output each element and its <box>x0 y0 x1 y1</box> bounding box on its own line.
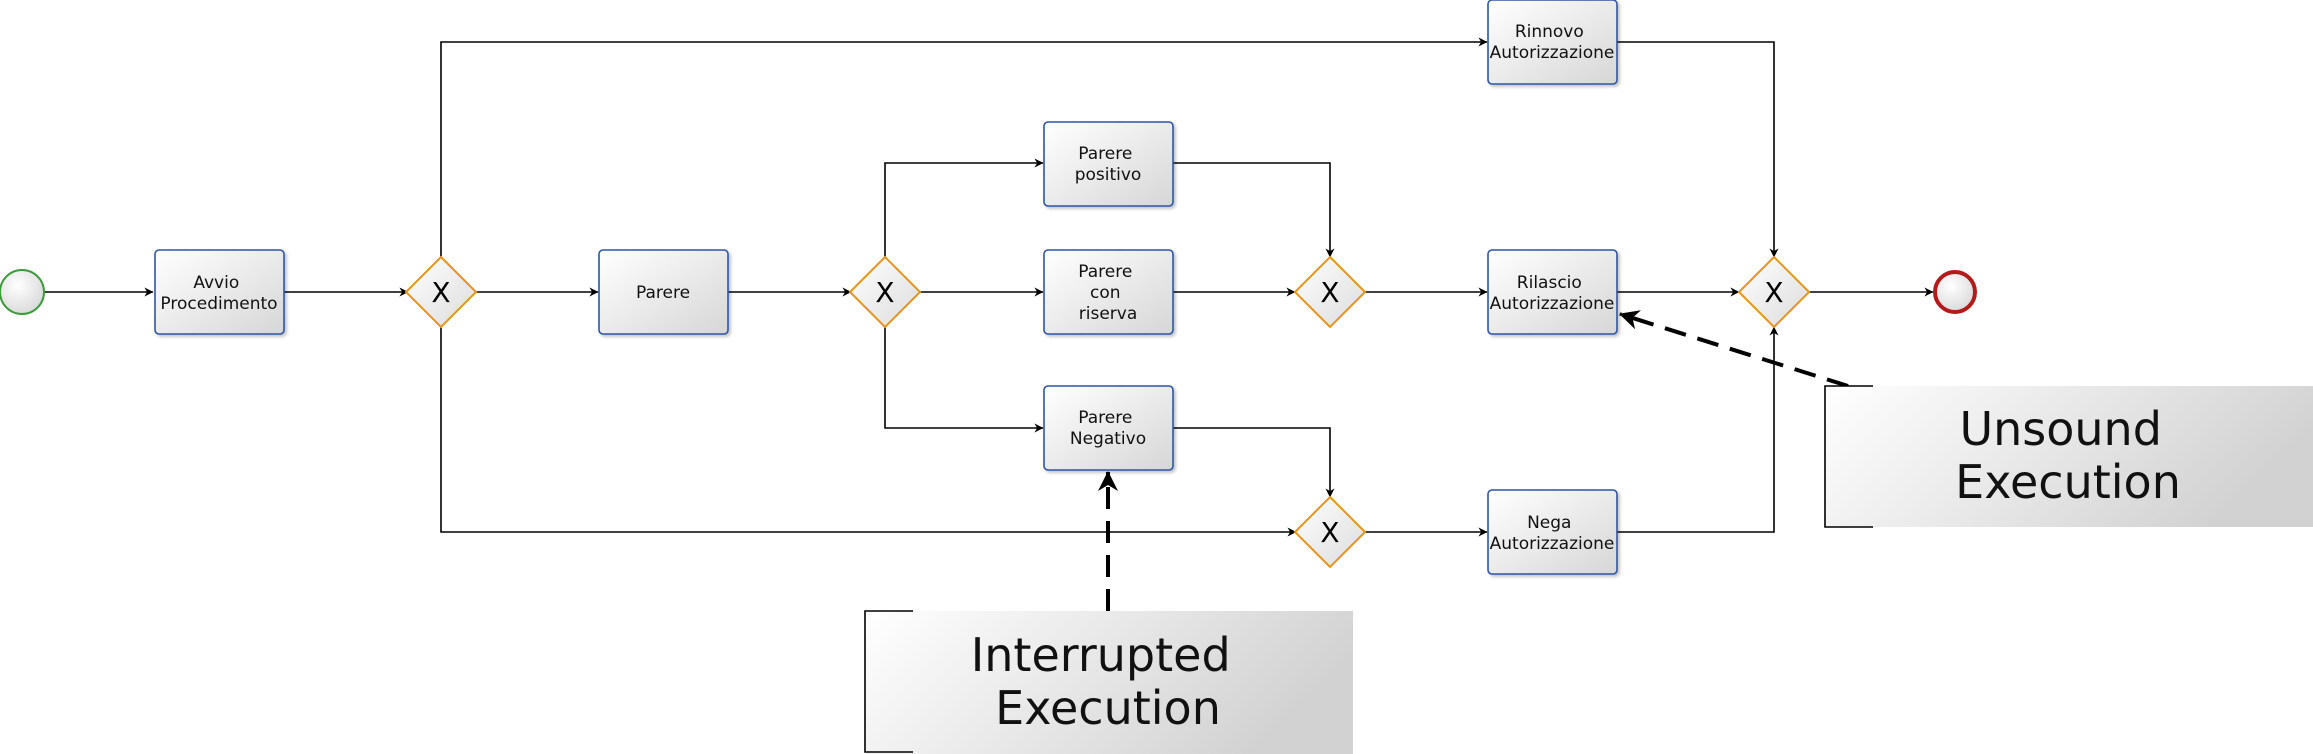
task-label: Nega Autorizzazione <box>1490 513 1615 554</box>
flow-gateway-1-to-rinnovo[interactable] <box>440 37 1488 257</box>
task-rilascio-autorizzazione[interactable]: Rilascio Autorizzazione <box>1487 249 1618 335</box>
task-label: Avvio Procedimento <box>160 273 277 314</box>
annotation-label: Unsound Execution <box>1955 402 2181 509</box>
gateway-split-2[interactable]: X <box>848 255 922 329</box>
end-event[interactable] <box>1933 270 1977 314</box>
gateway-final-merge[interactable]: X <box>1737 255 1811 329</box>
task-nega-autorizzazione[interactable]: Nega Autorizzazione <box>1487 489 1618 575</box>
start-event[interactable] <box>0 269 45 315</box>
gateway-x-icon: X <box>1320 516 1339 549</box>
task-label: Parere <box>636 283 690 303</box>
sequence-flows <box>45 37 1934 537</box>
task-avvio-procedimento[interactable]: Avvio Procedimento <box>154 249 285 335</box>
gateway-merge-negative[interactable]: X <box>1293 495 1367 569</box>
task-parere-con-riserva[interactable]: Parere con riserva <box>1043 249 1174 335</box>
annotation-interrupted-execution[interactable]: Interrupted Execution <box>864 610 1353 754</box>
annotation-unsound-execution[interactable]: Unsound Execution <box>1824 385 2313 528</box>
task-parere-positivo[interactable]: Parere positivo <box>1043 121 1174 207</box>
gateway-x-icon: X <box>875 276 894 309</box>
gateway-x-icon: X <box>1764 276 1783 309</box>
annotation-associations <box>1098 310 1849 611</box>
gateway-merge-positive[interactable]: X <box>1293 255 1367 329</box>
gateway-split-1[interactable]: X <box>404 255 478 329</box>
flow-parere-negativo-to-gateway-merge-neg[interactable] <box>1173 427 1335 498</box>
task-label: Parere positivo <box>1075 144 1142 185</box>
task-label: Rilascio Autorizzazione <box>1490 273 1615 314</box>
flow-parere-positivo-to-gateway-merge[interactable] <box>1173 162 1335 258</box>
task-parere[interactable]: Parere <box>598 249 729 335</box>
task-label: Rinnovo Autorizzazione <box>1490 22 1615 63</box>
flow-gateway-1-to-gateway-merge-neg[interactable] <box>440 327 1297 537</box>
flow-nega-to-gateway-final[interactable] <box>1617 326 1779 533</box>
annotation-label: Interrupted Execution <box>971 628 1246 735</box>
task-label: Parere Negativo <box>1070 408 1146 449</box>
task-parere-negativo[interactable]: Parere Negativo <box>1043 385 1174 471</box>
task-rinnovo-autorizzazione[interactable]: Rinnovo Autorizzazione <box>1487 0 1618 85</box>
flow-rinnovo-to-gateway-final[interactable] <box>1617 41 1779 258</box>
gateway-x-icon: X <box>1320 276 1339 309</box>
flow-gateway-2-to-parere-positivo[interactable] <box>884 158 1044 257</box>
task-label: Parere con riserva <box>1078 262 1137 324</box>
gateway-x-icon: X <box>431 276 450 309</box>
flow-gateway-2-to-parere-negativo[interactable] <box>884 327 1044 433</box>
association-unsound-to-rilascio[interactable] <box>1619 310 1849 388</box>
